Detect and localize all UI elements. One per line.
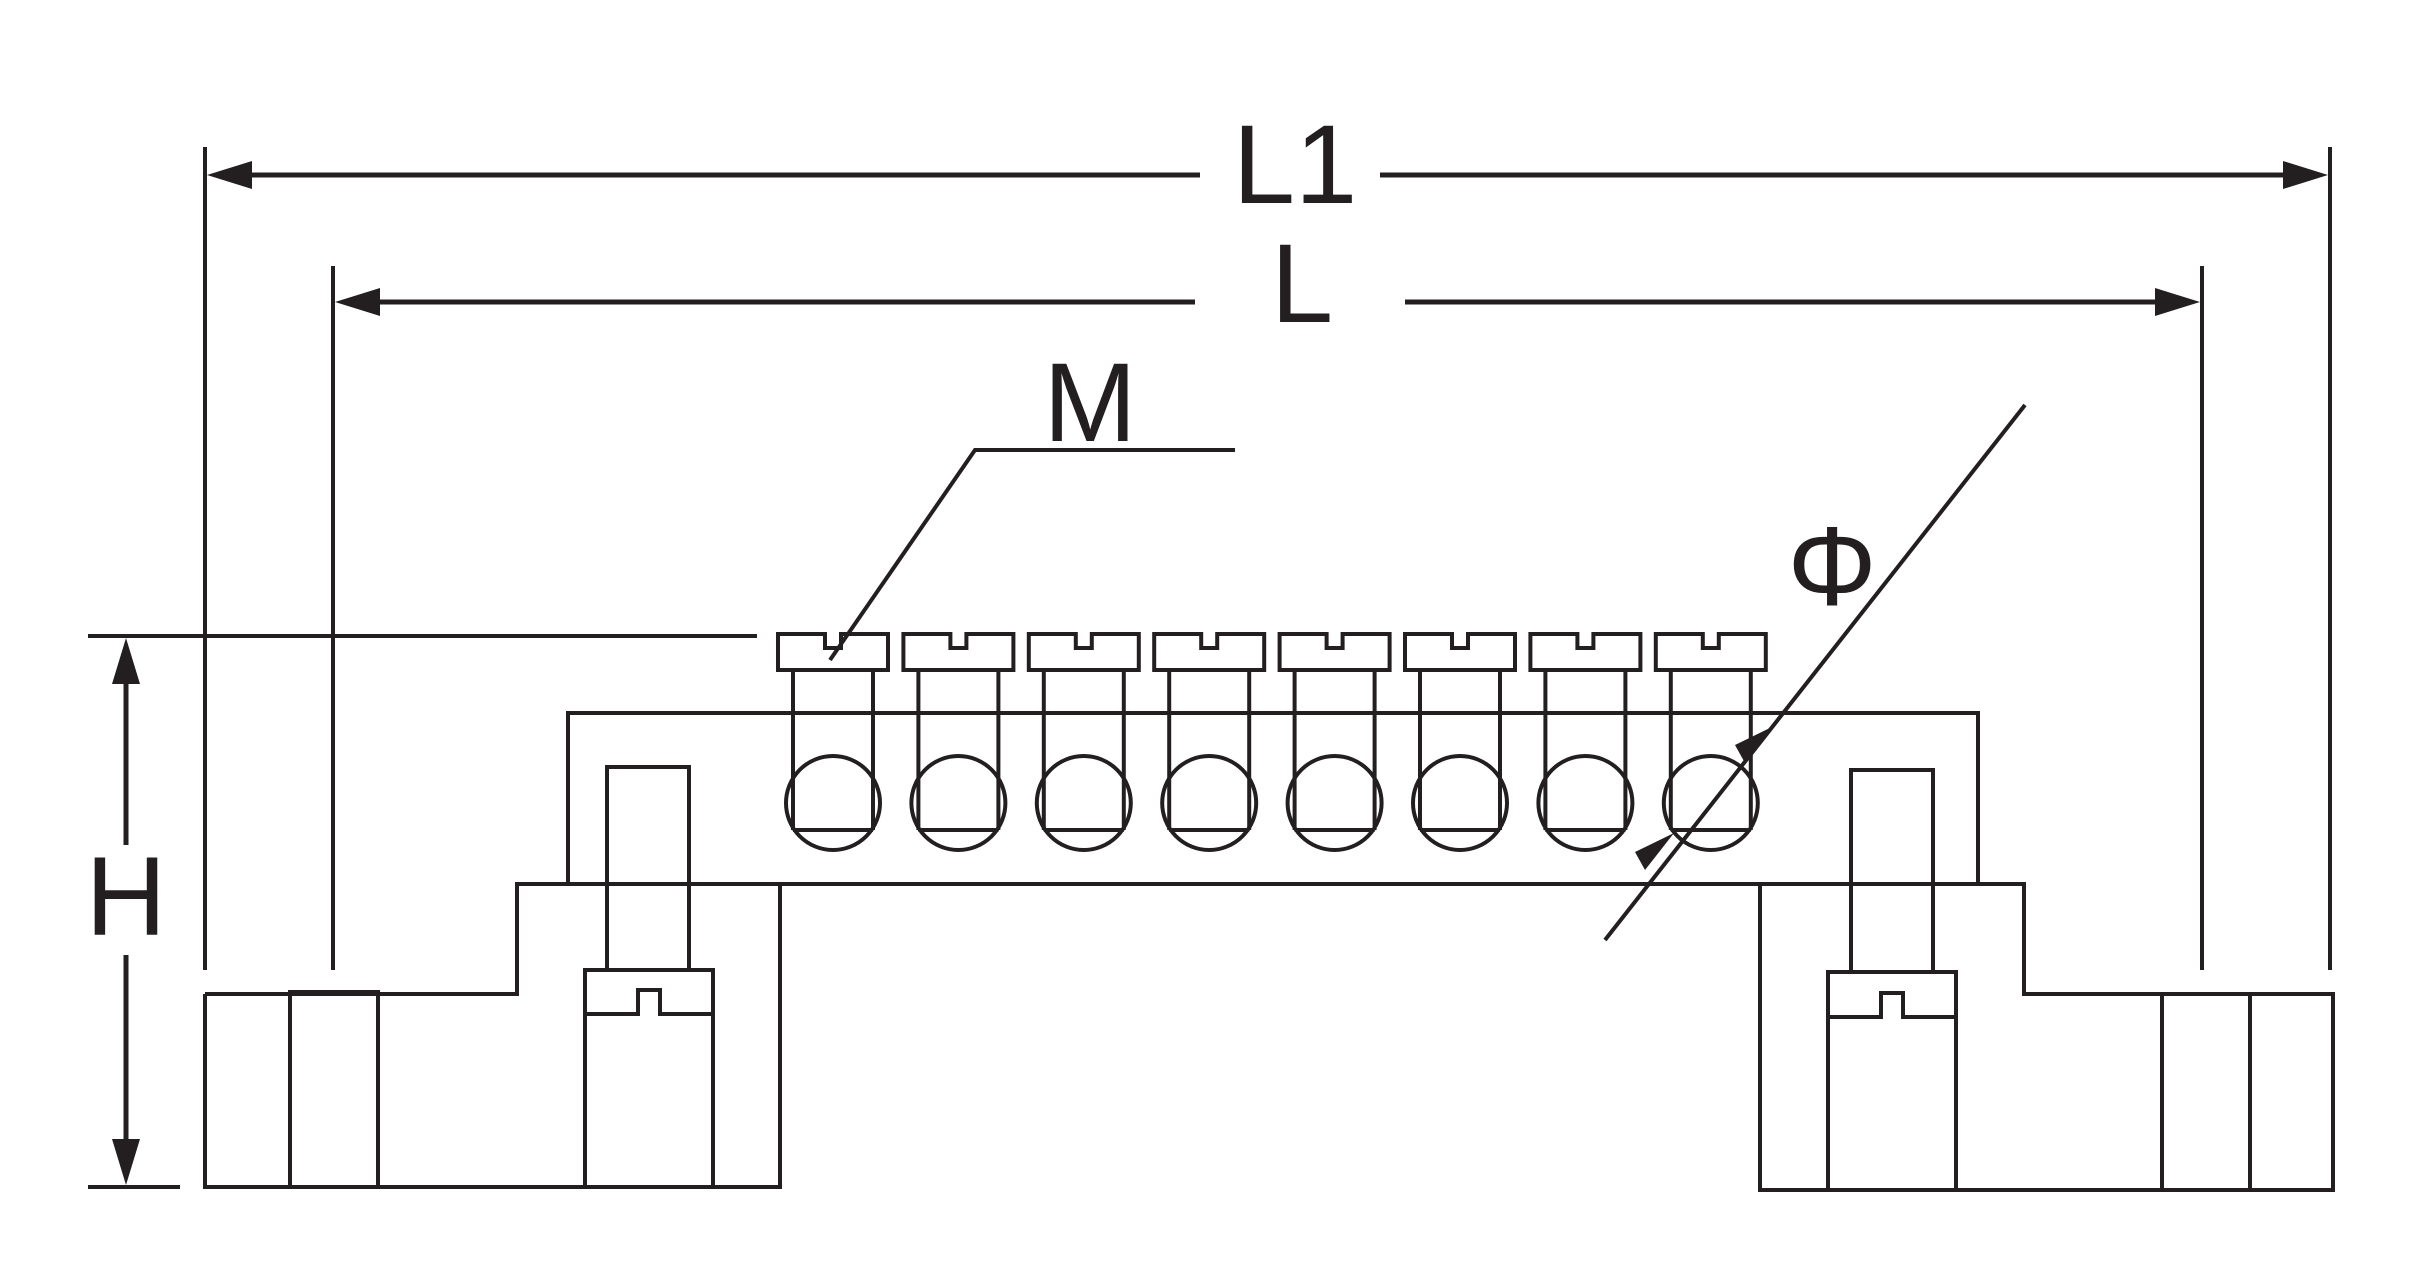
terminal-screw bbox=[1026, 632, 1141, 852]
screw-head bbox=[1026, 632, 1141, 672]
right-bracket bbox=[1758, 882, 2335, 1192]
right-insulator-base bbox=[1826, 970, 1958, 1192]
right-insulator-post bbox=[1849, 768, 1935, 974]
phi-lower-arrowhead bbox=[1635, 833, 1674, 870]
phi-upper-arrowhead bbox=[1735, 726, 1774, 763]
terminal-screw bbox=[1403, 632, 1517, 852]
terminal-bar bbox=[566, 711, 1980, 884]
screw-head bbox=[1277, 632, 1392, 672]
left-insulator-post bbox=[605, 765, 691, 972]
phi-leader-line bbox=[1603, 403, 2027, 942]
left-mounting-screw bbox=[585, 988, 713, 1016]
wire-hole bbox=[1160, 754, 1259, 852]
h-top-arrowhead bbox=[112, 638, 140, 684]
screw-head bbox=[1403, 632, 1517, 672]
wire-hole bbox=[909, 754, 1008, 852]
terminal-screw bbox=[1152, 632, 1267, 852]
leader-phi: Φ bbox=[1603, 403, 2027, 942]
wire-hole bbox=[784, 754, 882, 852]
screw-head bbox=[776, 632, 890, 672]
phi-label: Φ bbox=[1787, 504, 1876, 629]
terminal-screw bbox=[1653, 632, 1768, 852]
dimension-l: L bbox=[331, 221, 2204, 970]
l1-left-arrowhead bbox=[207, 161, 252, 189]
screw-head bbox=[1152, 632, 1267, 672]
terminal-screw bbox=[776, 632, 890, 852]
right-mounting-screw bbox=[1828, 991, 1956, 1019]
wire-hole bbox=[1034, 754, 1133, 852]
h-bottom-arrowhead bbox=[112, 1139, 140, 1185]
wire-hole bbox=[1536, 754, 1635, 852]
l-label: L bbox=[1271, 221, 1333, 346]
terminal-screw bbox=[1277, 632, 1392, 852]
dimension-h: H bbox=[86, 634, 757, 1189]
h-label: H bbox=[86, 834, 167, 959]
dimension-l1: L1 bbox=[203, 102, 2332, 970]
screw-head bbox=[1653, 632, 1768, 672]
l1-right-arrowhead bbox=[2283, 161, 2328, 189]
terminal-screw bbox=[901, 632, 1016, 852]
leader-m: M bbox=[828, 340, 1235, 662]
terminal-screws bbox=[776, 632, 1768, 852]
screw-head bbox=[1528, 632, 1643, 672]
left-end-foot bbox=[288, 990, 380, 1189]
wire-hole bbox=[1285, 754, 1384, 852]
l1-label: L1 bbox=[1233, 102, 1358, 227]
m-leader-line bbox=[828, 448, 1235, 662]
m-label: M bbox=[1043, 340, 1136, 465]
busbar-assembly bbox=[203, 711, 2335, 1192]
l-left-arrowhead bbox=[335, 288, 380, 316]
terminal-screw bbox=[1528, 632, 1643, 852]
l-right-arrowhead bbox=[2155, 288, 2200, 316]
wire-hole bbox=[1661, 754, 1760, 852]
left-insulator-base bbox=[583, 968, 715, 1189]
wire-hole bbox=[1411, 754, 1509, 852]
screw-head bbox=[901, 632, 1016, 672]
